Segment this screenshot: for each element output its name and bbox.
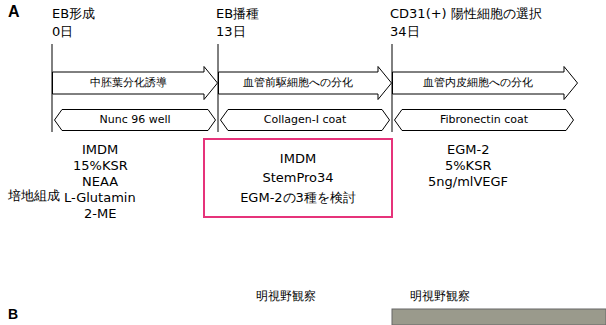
image-frame — [392, 309, 606, 325]
outline — [55, 110, 216, 131]
note-label: L-Glutamin — [64, 190, 136, 206]
outline — [221, 110, 390, 131]
note-label: 明視野観察 — [256, 289, 316, 303]
node-text: 中胚葉分化誘導 — [90, 76, 167, 89]
note-label: 5%KSR — [445, 158, 491, 174]
node-text: IMDM — [280, 149, 316, 169]
text-holder: 血管内皮細胞への分化 — [392, 66, 564, 100]
note-label: 0日 — [52, 24, 73, 40]
node-text: Fibronectin coat — [440, 113, 528, 126]
node-text: EGM-2の3種を検討 — [240, 188, 356, 208]
coat-arrow: Nunc 96 well — [54, 109, 216, 131]
stage-arrow: 血管前駆細胞への分化 — [218, 66, 392, 100]
text-holder: IMDMStemPro34EGM-2の3種を検討 — [203, 138, 393, 218]
text-holder: 中胚葉分化誘導 — [52, 66, 204, 100]
coat-arrow: Collagen-I coat — [220, 109, 390, 131]
note-label: 培地組成 — [8, 188, 60, 204]
text-holder: Fibronectin coat — [394, 109, 574, 131]
outline — [53, 67, 218, 100]
note-label: 明視野観察 — [410, 289, 470, 303]
medium-box: IMDMStemPro34EGM-2の3種を検討 — [203, 138, 393, 218]
note-label: CD31(+) 陽性細胞の選択 — [390, 6, 542, 22]
outline — [393, 67, 578, 100]
node-text: 血管前駆細胞への分化 — [243, 76, 353, 89]
outline — [219, 67, 392, 100]
microscope-image — [392, 309, 606, 325]
note-label: EGM-2 — [447, 142, 489, 158]
node-text: StemPro34 — [262, 168, 333, 188]
note-label: 13日 — [216, 24, 246, 40]
note-label: EB播種 — [216, 6, 259, 22]
note-label: 5ng/mlVEGF — [428, 174, 508, 190]
stage-arrow: 中胚葉分化誘導 — [52, 66, 218, 100]
stage-arrow: 血管内皮細胞への分化 — [392, 66, 578, 100]
note-label: 15%KSR — [73, 158, 128, 174]
panel-letter: B — [8, 306, 18, 323]
note-label: 34日 — [390, 24, 420, 40]
text-holder: 血管前駆細胞への分化 — [218, 66, 378, 100]
panel-letter: A — [8, 2, 20, 21]
node-text: Nunc 96 well — [99, 113, 170, 126]
text-holder: Collagen-I coat — [220, 109, 390, 131]
coat-arrow: Fibronectin coat — [394, 109, 574, 131]
note-label: 2-ME — [84, 206, 116, 222]
note-label: IMDM — [82, 142, 118, 158]
text-holder: Nunc 96 well — [54, 109, 216, 131]
outline — [204, 139, 392, 217]
outline — [395, 110, 574, 131]
node-text: 血管内皮細胞への分化 — [423, 76, 533, 89]
note-label: EB形成 — [52, 6, 95, 22]
node-text: Collagen-I coat — [264, 113, 347, 126]
note-label: NEAA — [82, 174, 118, 190]
